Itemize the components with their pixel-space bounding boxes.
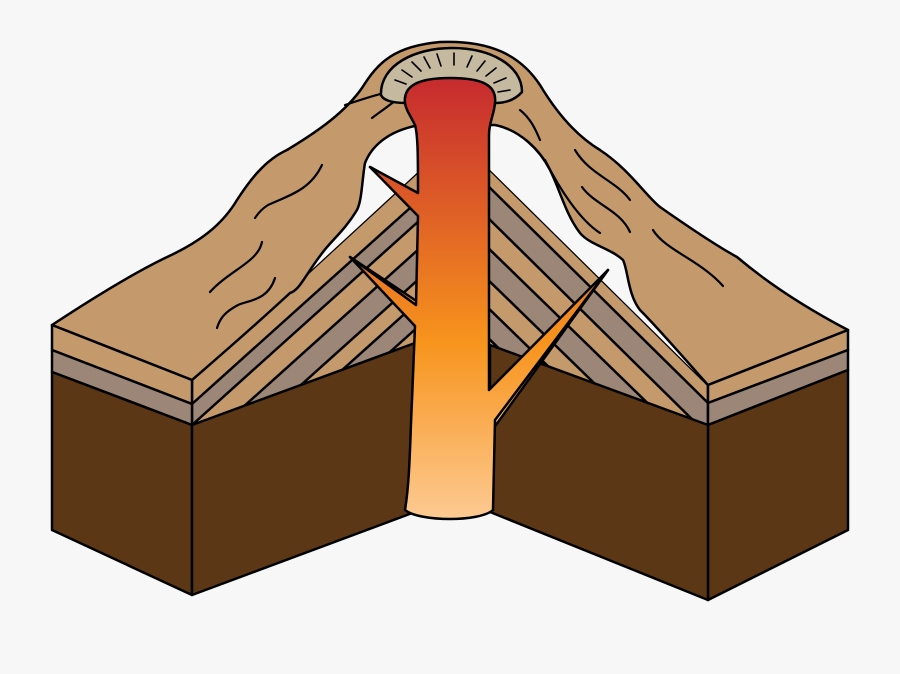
- mountain-surface: [50, 40, 850, 387]
- surface-texture: [208, 90, 725, 330]
- crater-hatching: [394, 52, 511, 93]
- magma-conduit: [348, 76, 610, 521]
